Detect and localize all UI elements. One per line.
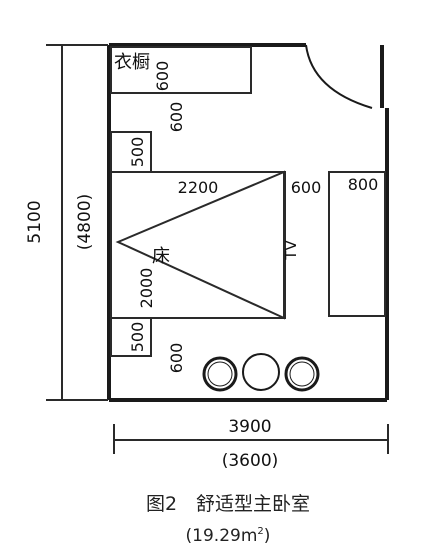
nightstand-bottom-label: 500 (128, 322, 147, 353)
height-inner-label: (4800) (75, 194, 95, 251)
caption-area-suffix: ) (264, 526, 271, 546)
stool-left-inner (207, 361, 233, 387)
bed-width-label: 2200 (178, 178, 219, 197)
walkway-top-label: 600 (167, 102, 186, 133)
nightstand-top-label: 500 (128, 137, 147, 168)
bed-side-gap-label: 600 (291, 178, 322, 197)
caption-title: 图2 舒适型主卧室 (146, 493, 310, 515)
dimension-height (46, 44, 108, 401)
wardrobe-label: 衣橱 (114, 52, 150, 73)
bed-length-label: 2000 (137, 268, 156, 309)
stools (202, 353, 320, 392)
wardrobe-depth-label: 600 (153, 61, 172, 92)
wardrobe-cabinet (110, 46, 252, 94)
stool-middle (242, 353, 280, 391)
tv-label: TV (282, 240, 300, 261)
stool-left (202, 356, 238, 392)
bed-triangle (115, 170, 285, 320)
stool-right-inner (289, 361, 315, 387)
height-outer-label: 5100 (25, 200, 45, 243)
caption-area-sup: 2 (257, 526, 263, 537)
dimension-width (113, 424, 389, 454)
caption-area-prefix: (19.29m (186, 526, 258, 546)
width-inner-label: (3600) (222, 451, 279, 471)
bed-label: 床 (152, 246, 170, 267)
door (305, 44, 373, 109)
door-swing-arc (305, 44, 373, 109)
room-walls (107, 43, 389, 402)
width-outer-label: 3900 (228, 417, 271, 437)
desk-width-label: 800 (348, 175, 379, 194)
caption-area: (19.29m2) (186, 526, 271, 546)
stool-right (284, 356, 320, 392)
walkway-bottom-label: 600 (167, 343, 186, 374)
desk-cabinet (328, 171, 386, 317)
